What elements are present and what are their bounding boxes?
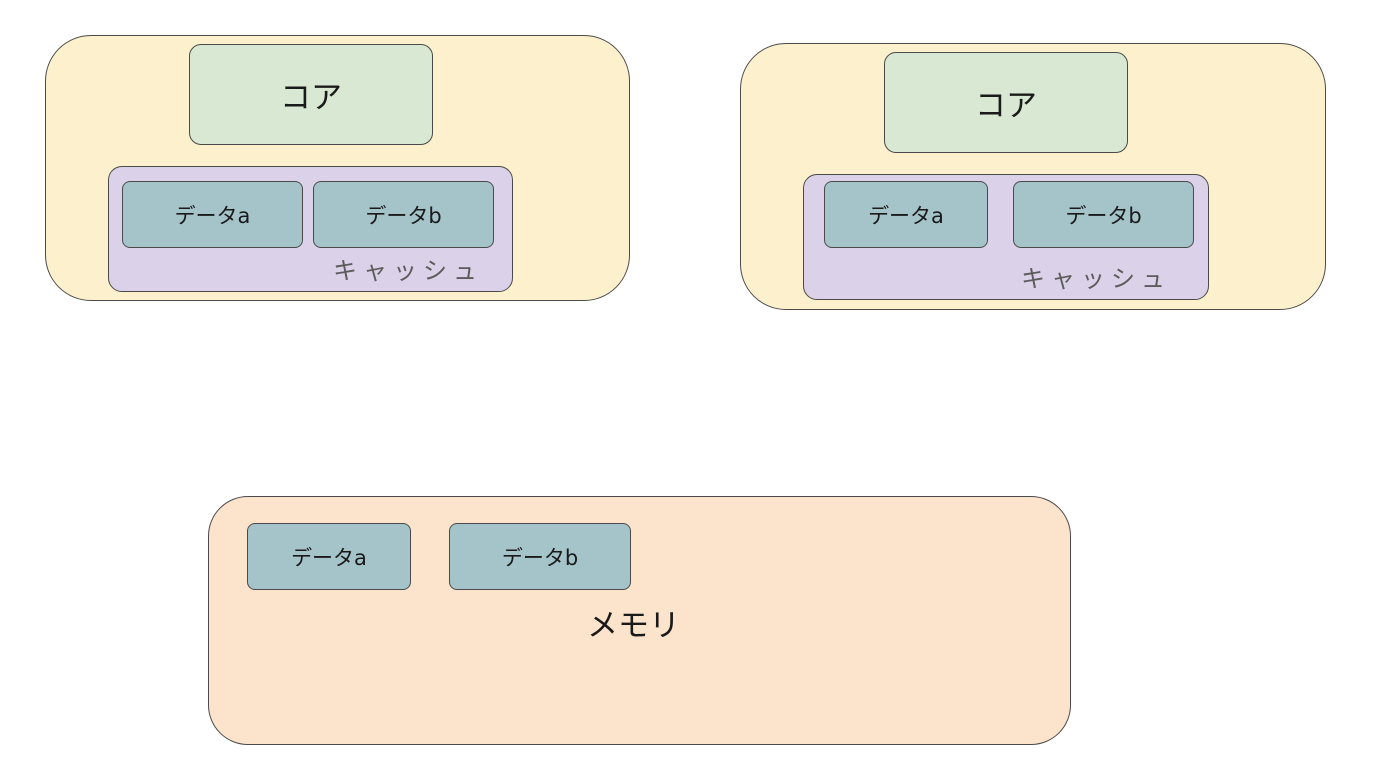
core-box-2: コア	[884, 52, 1128, 153]
memory-data-b: データb	[449, 523, 631, 590]
cache-2-data-a: データa	[824, 181, 988, 248]
memory-data-a: データa	[247, 523, 411, 590]
core-box-1: コア	[189, 44, 433, 145]
cache-label-1: キャッシュ	[333, 257, 483, 285]
cache-1-data-a: データa	[122, 181, 303, 248]
cache-2-data-b: データb	[1013, 181, 1194, 248]
cache-label-2: キャッシュ	[1021, 265, 1171, 293]
cache-1-data-b: データb	[313, 181, 494, 248]
memory-label: メモリ	[587, 608, 680, 644]
